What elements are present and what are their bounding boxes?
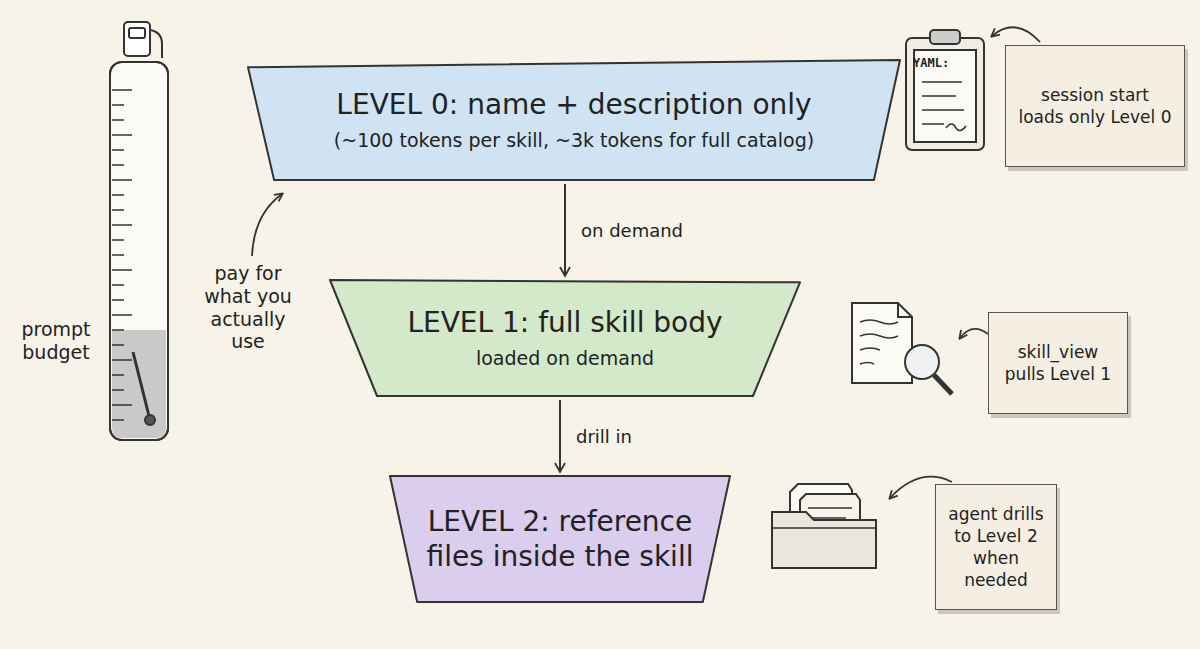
leader-arrow — [960, 329, 988, 338]
edge-label: drill in — [572, 425, 636, 448]
level-band: LEVEL 1: full skill body loaded on demand — [330, 280, 800, 396]
node-content: LEVEL 1: full skill body loaded on demand — [330, 280, 800, 396]
node-content: LEVEL 2: reference files inside the skil… — [390, 476, 730, 602]
note-text: skill_view pulls Level 1 — [999, 341, 1117, 385]
document-magnifier-icon — [852, 303, 952, 394]
level-subtitle: loaded on demand — [476, 346, 654, 371]
gauge-label: prompt budget — [10, 318, 102, 364]
yaml-label: YAML: — [913, 56, 973, 70]
level-title: LEVEL 0: name + description only — [336, 87, 811, 122]
fuel-gauge — [110, 22, 168, 440]
node-content: LEVEL 0: name + description only (~100 to… — [248, 60, 900, 180]
sticky-note: agent drills to Level 2 when needed — [935, 484, 1057, 610]
level-title: LEVEL 2: reference files inside the skil… — [423, 504, 698, 574]
connector-arrow — [559, 400, 561, 472]
level-band: LEVEL 2: reference files inside the skil… — [390, 476, 730, 602]
node-content: skill_view pulls Level 1 — [999, 341, 1117, 385]
edge-label: on demand — [577, 219, 687, 242]
clipboard-icon — [906, 30, 984, 150]
band-outline — [390, 476, 730, 602]
sticky-note: skill_view pulls Level 1 — [988, 312, 1128, 414]
level-title: LEVEL 1: full skill body — [407, 305, 722, 340]
leader-arrow — [992, 27, 1040, 42]
annotation: pay for what you actually use — [196, 262, 300, 353]
level-subtitle: (~100 tokens per skill, ~3k tokens for f… — [334, 128, 814, 153]
note-text: agent drills to Level 2 when needed — [946, 503, 1046, 591]
note-text: session start loads only Level 0 — [1016, 84, 1174, 128]
leader-arrow — [252, 194, 282, 256]
level-band: LEVEL 0: name + description only (~100 to… — [248, 60, 900, 180]
node-content: session start loads only Level 0 — [1016, 84, 1174, 128]
sticky-note: session start loads only Level 0 — [1005, 45, 1185, 167]
node-content: agent drills to Level 2 when needed — [946, 503, 1046, 591]
folder-icon — [772, 484, 876, 568]
connector-arrow — [564, 184, 566, 276]
